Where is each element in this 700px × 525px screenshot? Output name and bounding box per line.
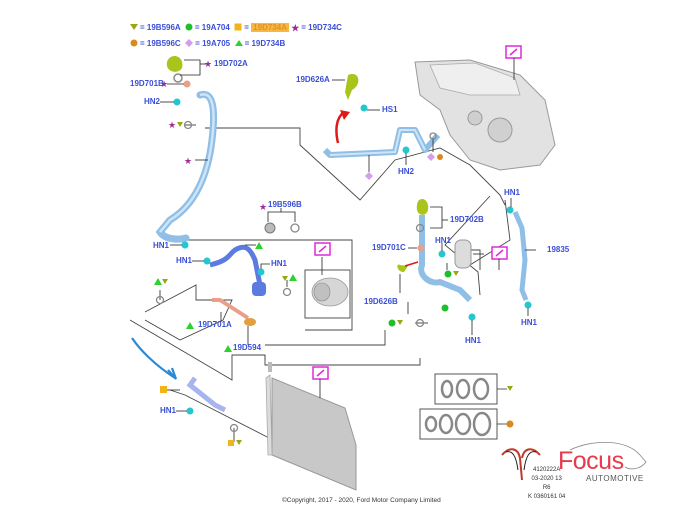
legend-row-1: = 19B596A = 19A704 = 19D734A ★= 19D734C	[130, 23, 342, 33]
suction-pipe	[155, 90, 218, 243]
liquid-pipe	[418, 215, 473, 303]
seal-19D626A	[345, 73, 359, 100]
brand-tagline: AUTOMOTIVE	[586, 474, 644, 483]
legend-row-2: = 19B596C = 19A705 = 19D734B	[130, 39, 285, 49]
label-hn1[interactable]: HN1	[153, 241, 170, 250]
legend-code: 19B596C	[146, 39, 181, 48]
label-19835[interactable]: 19835	[547, 245, 570, 254]
legend-code-highlighted: 19D734A	[251, 23, 289, 32]
label-hn1[interactable]: HN1	[176, 256, 193, 265]
lower-left-pipe	[186, 376, 227, 413]
blue-arrow	[131, 337, 176, 379]
legend-code: 19D734B	[251, 39, 286, 48]
condenser	[265, 362, 357, 491]
svg-text:★: ★	[204, 59, 212, 69]
clips	[173, 98, 532, 415]
label-hn1[interactable]: HN1	[160, 406, 177, 415]
receiver-drier	[454, 239, 472, 269]
switch-19D594	[244, 318, 256, 326]
label-19D702B[interactable]: 19D702B	[450, 215, 484, 224]
oring-19D702A	[173, 73, 183, 83]
connector-19D701B	[183, 80, 191, 88]
circle-icon	[130, 39, 138, 47]
copyright-notice: ©Copyright, 2017 - 2020, Ford Motor Comp…	[282, 497, 441, 504]
triangle-up-icon	[234, 39, 243, 47]
drawing-stamp: 4120222A 03-2020 13 R6 K 0360161 04	[528, 466, 565, 502]
label-19D626A[interactable]: 19D626A	[296, 75, 330, 84]
suction-pipe-highlight	[159, 93, 215, 233]
label-19D626B[interactable]: 19D626B	[364, 297, 398, 306]
stamp-line: 03-2020 13	[531, 476, 562, 482]
label-19D701C[interactable]: 19D701C	[372, 243, 406, 252]
connector-19D701C	[417, 244, 425, 252]
svg-text:★: ★	[259, 202, 267, 212]
label-19D701A[interactable]: 19D701A	[198, 320, 232, 329]
svg-text:★: ★	[160, 79, 168, 89]
sensor-19D701A	[212, 298, 250, 320]
red-arrow-head	[340, 110, 350, 120]
svg-text:★: ★	[184, 156, 192, 166]
stamp-line: 4120222A	[533, 467, 561, 473]
label-19B596B[interactable]: 19B596B	[268, 200, 302, 209]
red-arrow-small	[404, 261, 419, 267]
label-19D594[interactable]: 19D594	[233, 343, 262, 352]
legend-code: 19B596A	[146, 23, 181, 32]
discharge-pipe	[209, 244, 265, 291]
hvac-unit	[414, 59, 556, 171]
stamp-line: R6	[542, 485, 551, 491]
label-hn1[interactable]: HN1	[271, 259, 288, 268]
assembly-outline-lines	[129, 127, 511, 441]
circle-icon	[185, 23, 193, 31]
label-hn2[interactable]: HN2	[144, 97, 161, 106]
triangle-down-icon	[130, 23, 138, 31]
label-hn1[interactable]: HN1	[504, 188, 521, 197]
label-hn2[interactable]: HN2	[398, 167, 415, 176]
label-19D701B[interactable]: 19D701B	[130, 79, 164, 88]
legend-code: 19A704	[201, 23, 230, 32]
brand-name: Focus	[558, 447, 624, 475]
legend-code: 19A705	[202, 39, 231, 48]
discharge-pipe-fitting	[252, 282, 266, 296]
blue-arrow-head	[167, 367, 178, 380]
seal-19D702A	[166, 56, 183, 72]
legend-code: 19D734C	[308, 23, 342, 32]
oring-kit-4	[419, 408, 507, 440]
label-hn1[interactable]: HN1	[435, 236, 452, 245]
label-hn1[interactable]: HN1	[465, 336, 482, 345]
evaporator-pipe-highlight	[329, 129, 426, 156]
svg-text:★: ★	[168, 120, 176, 130]
star-icon: ★	[291, 23, 300, 33]
stamp-line: K 0360161 04	[528, 494, 566, 500]
part-markers: ★ ★ ★ ★ ★	[154, 59, 514, 446]
focus-logo-mark	[501, 441, 647, 481]
diamond-icon	[185, 39, 194, 47]
callout-arrows	[316, 48, 518, 377]
oring-kit-3	[434, 373, 507, 405]
label-19D702A[interactable]: 19D702A	[214, 59, 248, 68]
pipe-19835	[512, 210, 529, 301]
label-hs1[interactable]: HS1	[382, 105, 398, 114]
seal-19D702B	[416, 198, 429, 215]
leader-lines	[159, 58, 536, 442]
square-icon	[234, 23, 242, 31]
label-hn1[interactable]: HN1	[521, 318, 538, 327]
compressor	[304, 269, 351, 319]
